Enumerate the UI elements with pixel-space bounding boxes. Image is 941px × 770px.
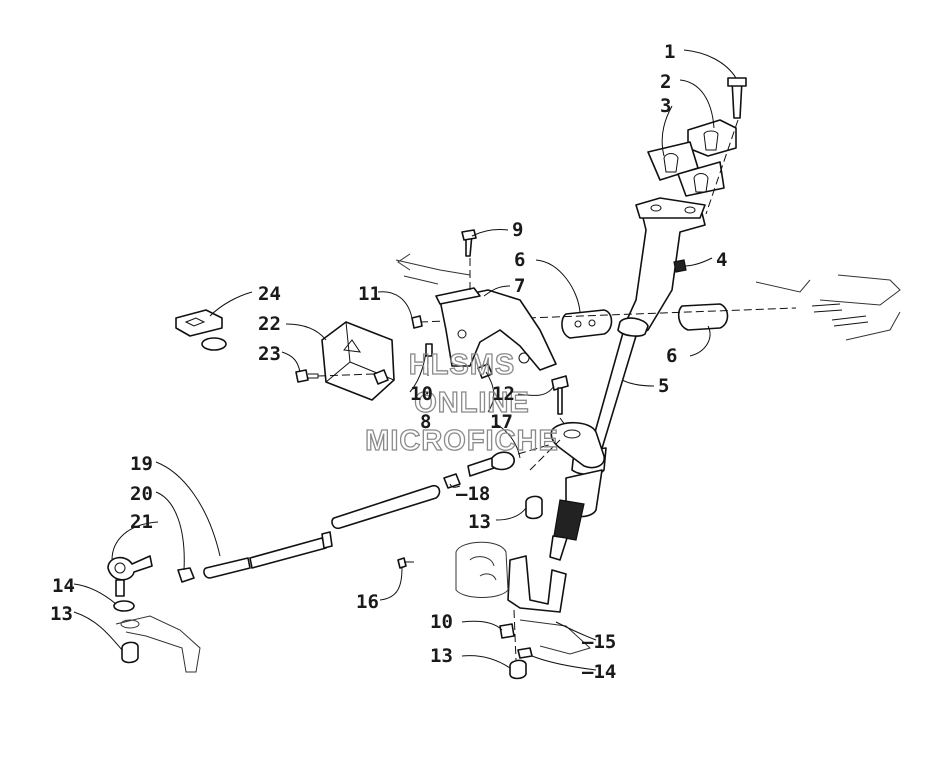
- watermark: HLSMS ONLINE MICROFICHE: [365, 348, 559, 457]
- callout-19: 19: [130, 453, 153, 475]
- leader-lines: [73, 49, 737, 671]
- callout-10-upper: 10: [410, 383, 433, 405]
- handlebar-clamp: [647, 77, 747, 215]
- left-tie-rod-end: [107, 555, 201, 673]
- support-bracket: [435, 287, 557, 371]
- callout-23: 23: [258, 343, 281, 365]
- callout-12: 12: [492, 383, 515, 405]
- callout-16: 16: [356, 591, 379, 613]
- callout-10-lower: 10: [430, 611, 453, 633]
- callout-1: 1: [664, 41, 675, 63]
- arrow-ghost: [395, 253, 471, 285]
- callout-21: 21: [130, 511, 153, 533]
- callout-18: –18: [456, 483, 490, 505]
- callout-4: 4: [716, 249, 727, 271]
- steering-post: [549, 197, 706, 561]
- callout-22: 22: [258, 313, 281, 335]
- key-fob: [175, 309, 227, 351]
- callout-6-top: 6: [514, 249, 525, 271]
- callout-13-left: 13: [50, 603, 73, 625]
- callout-labels: 1 2 3 4 5 6 6 7 8 9 10 10 11 12 13 13 13…: [50, 41, 727, 683]
- tie-rod: [177, 443, 553, 583]
- callout-11: 11: [358, 283, 381, 305]
- fasteners: [397, 229, 577, 569]
- callout-2: 2: [660, 71, 671, 93]
- callout-14-bottom: –14: [582, 661, 616, 683]
- callout-17: 17: [490, 411, 513, 433]
- callout-3: 3: [660, 95, 671, 117]
- svg-text:ONLINE: ONLINE: [414, 387, 530, 419]
- callout-7: 7: [514, 275, 525, 297]
- svg-text:HLSMS: HLSMS: [409, 349, 516, 381]
- callout-20: 20: [130, 483, 153, 505]
- svg-text:MICROFICHE: MICROFICHE: [365, 425, 559, 457]
- steering-arm: [529, 421, 605, 471]
- callout-15: –15: [582, 631, 616, 653]
- set-screw: [673, 259, 687, 273]
- callout-24: 24: [258, 283, 281, 305]
- enclosure-box: [295, 321, 395, 401]
- callout-6-right: 6: [666, 345, 677, 367]
- callout-13-bottom: 13: [430, 645, 453, 667]
- callout-9: 9: [512, 219, 523, 241]
- callout-8: 8: [420, 411, 431, 433]
- callout-13-mid: 13: [468, 511, 491, 533]
- callout-14-left: 14: [52, 575, 75, 597]
- lower-bracket: [455, 541, 591, 680]
- callout-5: 5: [658, 375, 669, 397]
- handlebar-ghost: [755, 274, 901, 341]
